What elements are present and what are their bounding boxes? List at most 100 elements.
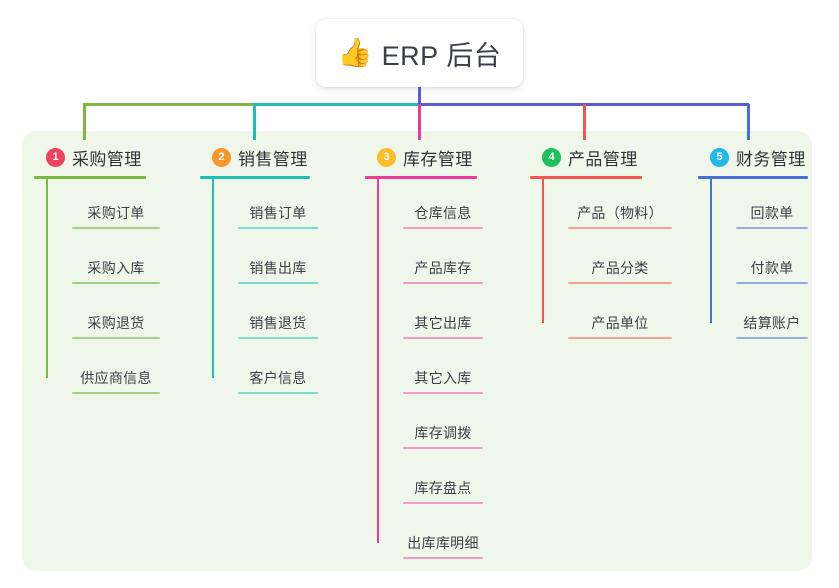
leaf-item-underline [238,337,318,339]
leaf-item[interactable]: 产品（物料） [542,179,672,234]
leaf-item-underline [238,392,318,394]
leaf-item-label: 产品单位 [591,315,649,332]
branch-column-2: 2 销售管理销售订单销售出库销售退货客户信息 [200,144,318,399]
leaf-item-label: 库存盘点 [414,480,472,497]
leaf-item-body: 库存盘点 [403,478,483,509]
branch-column-3: 3 库存管理仓库信息产品库存其它出库其它入库库存调拨库存盘点出库库明细 [365,144,483,564]
leaf-item[interactable]: 供应商信息 [46,344,160,399]
branch-header-5[interactable]: 5 财务管理 [698,144,808,170]
leaf-item-underline [403,392,483,394]
branch-title-5: 财务管理 [736,149,806,169]
leaf-item-body: 回款单 [736,203,808,234]
leaf-item-body: 其它入库 [403,368,483,399]
leaf-item[interactable]: 回款单 [710,179,808,234]
leaf-item[interactable]: 销售订单 [212,179,318,234]
leaf-item-label: 销售退货 [249,315,307,332]
branch-underline-4 [530,176,642,179]
leaf-item[interactable]: 采购入库 [46,234,160,289]
leaf-list-5: 回款单付款单结算账户 [698,179,808,344]
branch-spine-4 [542,179,544,323]
leaf-item-label: 采购入库 [87,260,145,277]
leaf-item-body: 产品分类 [568,258,672,289]
leaf-item-underline [72,392,160,394]
leaf-item[interactable]: 客户信息 [212,344,318,399]
leaf-item[interactable]: 出库库明细 [377,509,483,564]
leaf-item[interactable]: 库存盘点 [377,454,483,509]
leaf-item-label: 采购退货 [87,315,145,332]
leaf-item-body: 采购订单 [72,203,160,234]
leaf-item-label: 出库库明细 [407,535,479,552]
leaf-item[interactable]: 其它出库 [377,289,483,344]
leaf-list-2: 销售订单销售出库销售退货客户信息 [200,179,318,399]
leaf-list-1: 采购订单采购入库采购退货供应商信息 [34,179,160,399]
branch-badge-5: 5 [710,147,729,167]
branch-underline-1 [34,176,146,179]
leaf-item-label: 仓库信息 [414,205,472,222]
leaf-item-underline [403,447,483,449]
leaf-item-underline [403,227,483,229]
leaf-item[interactable]: 产品库存 [377,234,483,289]
branch-badge-2: 2 [212,147,231,167]
leaf-item[interactable]: 产品分类 [542,234,672,289]
leaf-item-label: 销售出库 [249,260,307,277]
thumbs-up-emoji: 👍 [337,37,373,68]
leaf-item-body: 库存调拨 [403,423,483,454]
leaf-item-underline [568,282,672,284]
leaf-item[interactable]: 库存调拨 [377,399,483,454]
leaf-item-label: 库存调拨 [414,425,472,442]
root-node-label: ERP 后台 [381,40,502,71]
leaf-item-body: 产品库存 [403,258,483,289]
leaf-item-underline [238,282,318,284]
leaf-list-3: 仓库信息产品库存其它出库其它入库库存调拨库存盘点出库库明细 [365,179,483,564]
branch-underline-2 [200,176,310,179]
branch-title-1: 采购管理 [72,149,142,169]
leaf-item-label: 供应商信息 [80,370,152,387]
leaf-item-body: 销售出库 [238,258,318,289]
branch-column-5: 5 财务管理回款单付款单结算账户 [698,144,808,344]
leaf-item-label: 付款单 [750,260,794,277]
branch-title-3: 库存管理 [403,149,473,169]
leaf-item[interactable]: 采购订单 [46,179,160,234]
leaf-item[interactable]: 其它入库 [377,344,483,399]
leaf-item-label: 产品库存 [414,260,472,277]
branch-spine-3 [377,179,379,543]
leaf-item-body: 其它出库 [403,313,483,344]
branch-title-4: 产品管理 [568,149,638,169]
leaf-item-underline [736,227,808,229]
leaf-item[interactable]: 仓库信息 [377,179,483,234]
branch-badge-3: 3 [377,147,396,167]
leaf-item-label: 其它入库 [414,370,472,387]
branch-title-2: 销售管理 [238,149,308,169]
leaf-item-body: 采购退货 [72,313,160,344]
branch-spine-2 [212,179,214,378]
leaf-item-body: 销售订单 [238,203,318,234]
leaf-item-underline [72,282,160,284]
branch-spine-5 [710,179,712,323]
leaf-item-underline [72,337,160,339]
leaf-item-body: 采购入库 [72,258,160,289]
leaf-item[interactable]: 采购退货 [46,289,160,344]
leaf-item[interactable]: 付款单 [710,234,808,289]
leaf-item-label: 其它出库 [414,315,472,332]
leaf-item[interactable]: 产品单位 [542,289,672,344]
leaf-item-underline [403,502,483,504]
branch-header-2[interactable]: 2 销售管理 [200,144,318,170]
branch-panel-background [22,131,812,571]
leaf-item-body: 供应商信息 [72,368,160,399]
leaf-item-underline [736,282,808,284]
leaf-item[interactable]: 销售退货 [212,289,318,344]
leaf-item[interactable]: 结算账户 [710,289,808,344]
root-node[interactable]: 👍 ERP 后台 [316,19,523,87]
leaf-item-label: 产品分类 [591,260,649,277]
leaf-item[interactable]: 销售出库 [212,234,318,289]
leaf-item-label: 销售订单 [249,205,307,222]
leaf-item-body: 结算账户 [736,313,808,344]
leaf-item-body: 付款单 [736,258,808,289]
branch-header-3[interactable]: 3 库存管理 [365,144,483,170]
leaf-item-underline [403,337,483,339]
leaf-list-4: 产品（物料） 产品分类产品单位 [530,179,672,344]
